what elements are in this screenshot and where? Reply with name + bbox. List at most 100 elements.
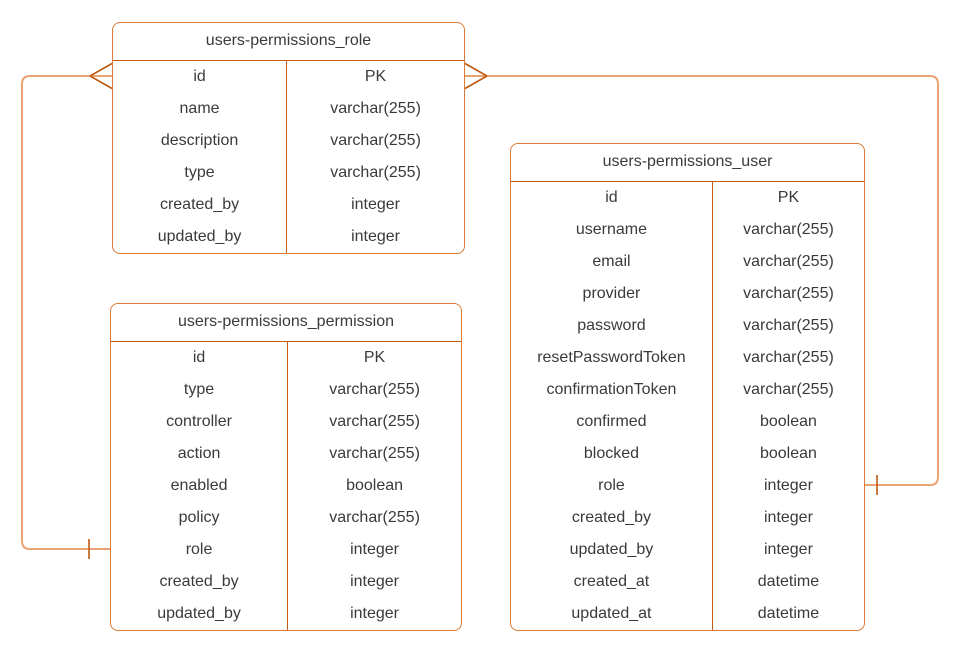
table-row-created_at[interactable]: created_at datetime [511, 565, 864, 598]
field-name: confirmationToken [511, 373, 713, 406]
field-type: PK [777, 188, 800, 206]
field-type: integer [763, 476, 813, 494]
field-type: varchar(255) [743, 252, 834, 270]
table-row-policy[interactable]: policy varchar(255) [111, 501, 461, 534]
table-row-role[interactable]: role integer [511, 469, 864, 502]
table-row-username[interactable]: username varchar(255) [511, 213, 864, 246]
field-name: type [113, 156, 288, 189]
field-type: varchar(255) [743, 316, 834, 334]
crow-foot-many-icon [89, 62, 113, 90]
field-name: resetPasswordToken [511, 341, 713, 374]
table-row-name[interactable]: name varchar(255) [113, 92, 464, 125]
field-name: controller [111, 405, 289, 438]
field-name: created_by [113, 188, 288, 221]
field-name: id [113, 60, 288, 93]
field-type: integer [763, 540, 813, 558]
relationship-role-permission[interactable] [21, 62, 113, 560]
entity-users-permissions-user[interactable]: users-permissions_user id PK username varch… [510, 143, 865, 631]
field-type: boolean [346, 476, 404, 494]
field-name: password [511, 309, 713, 342]
table-row-resetPasswordToken[interactable]: resetPasswordToken varchar(255) [511, 341, 864, 374]
field-type: varchar(255) [329, 412, 420, 430]
table-row-email[interactable]: email varchar(255) [511, 245, 864, 278]
table-row-action[interactable]: action varchar(255) [111, 437, 461, 470]
table-row-created_by[interactable]: created_by integer [111, 565, 461, 598]
entity-fields: id PK username varchar(255) email varchar(255… [511, 181, 864, 630]
field-name: email [511, 245, 713, 278]
table-row-password[interactable]: password varchar(255) [511, 309, 864, 342]
field-name: confirmed [511, 405, 713, 438]
field-type: integer [350, 604, 399, 622]
field-name: action [111, 437, 289, 470]
field-type: PK [363, 348, 386, 366]
field-name: id [111, 341, 289, 374]
table-row-id[interactable]: id PK [511, 181, 864, 214]
field-name: role [511, 469, 713, 502]
relationship-role-user[interactable] [464, 62, 939, 496]
field-name: name [113, 92, 288, 125]
field-name: updated_at [511, 597, 713, 630]
field-type: integer [763, 508, 813, 526]
field-type: integer [351, 227, 400, 245]
field-type: PK [364, 67, 387, 85]
field-type: varchar(255) [329, 380, 420, 398]
field-type: varchar(255) [330, 99, 421, 117]
connector-line [465, 75, 939, 486]
field-name: id [511, 181, 713, 214]
table-row-updated_by[interactable]: updated_by integer [511, 533, 864, 566]
table-row-id[interactable]: id PK [113, 60, 464, 93]
table-row-created_by[interactable]: created_by integer [511, 501, 864, 534]
field-type: datetime [757, 572, 820, 590]
table-row-type[interactable]: type varchar(255) [113, 156, 464, 189]
field-type: varchar(255) [330, 131, 421, 149]
table-row-controller[interactable]: controller varchar(255) [111, 405, 461, 438]
field-type: integer [351, 195, 400, 213]
field-name: created_by [511, 501, 713, 534]
field-type: datetime [757, 604, 820, 622]
entity-title[interactable]: users-permissions_role [113, 23, 464, 61]
table-row-updated_at[interactable]: updated_at datetime [511, 597, 864, 630]
table-row-provider[interactable]: provider varchar(255) [511, 277, 864, 310]
field-name: updated_by [511, 533, 713, 566]
field-name: role [111, 533, 289, 566]
table-row-type[interactable]: type varchar(255) [111, 373, 461, 406]
table-row-role[interactable]: role integer [111, 533, 461, 566]
table-row-confirmationToken[interactable]: confirmationToken varchar(255) [511, 373, 864, 406]
field-name: provider [511, 277, 713, 310]
field-name: enabled [111, 469, 289, 502]
entity-fields: id PK type varchar(255) controller varchar(25… [111, 341, 461, 630]
field-name: blocked [511, 437, 713, 470]
field-name: policy [111, 501, 289, 534]
table-row-enabled[interactable]: enabled boolean [111, 469, 461, 502]
table-row-created_by[interactable]: created_by integer [113, 188, 464, 221]
field-name: created_at [511, 565, 713, 598]
connector-line [21, 75, 112, 550]
field-name: created_by [111, 565, 289, 598]
entity-title[interactable]: users-permissions_permission [111, 304, 461, 342]
field-type: varchar(255) [743, 284, 834, 302]
table-row-updated_by[interactable]: updated_by integer [111, 597, 461, 630]
entity-users-permissions-permission[interactable]: users-permissions_permission id PK type var… [110, 303, 462, 631]
field-type: varchar(255) [329, 444, 420, 462]
field-type: varchar(255) [329, 508, 420, 526]
table-row-confirmed[interactable]: confirmed boolean [511, 405, 864, 438]
table-row-id[interactable]: id PK [111, 341, 461, 374]
field-name: username [511, 213, 713, 246]
field-type: varchar(255) [330, 163, 421, 181]
field-name: type [111, 373, 289, 406]
entity-title[interactable]: users-permissions_user [511, 144, 864, 182]
field-type: integer [350, 540, 399, 558]
field-type: varchar(255) [743, 348, 834, 366]
field-type: boolean [759, 412, 817, 430]
entity-users-permissions-role[interactable]: users-permissions_role id PK name varchar(2… [112, 22, 465, 254]
field-type: integer [350, 572, 399, 590]
field-type: varchar(255) [743, 220, 834, 238]
field-type: varchar(255) [743, 380, 834, 398]
field-name: updated_by [111, 597, 289, 630]
